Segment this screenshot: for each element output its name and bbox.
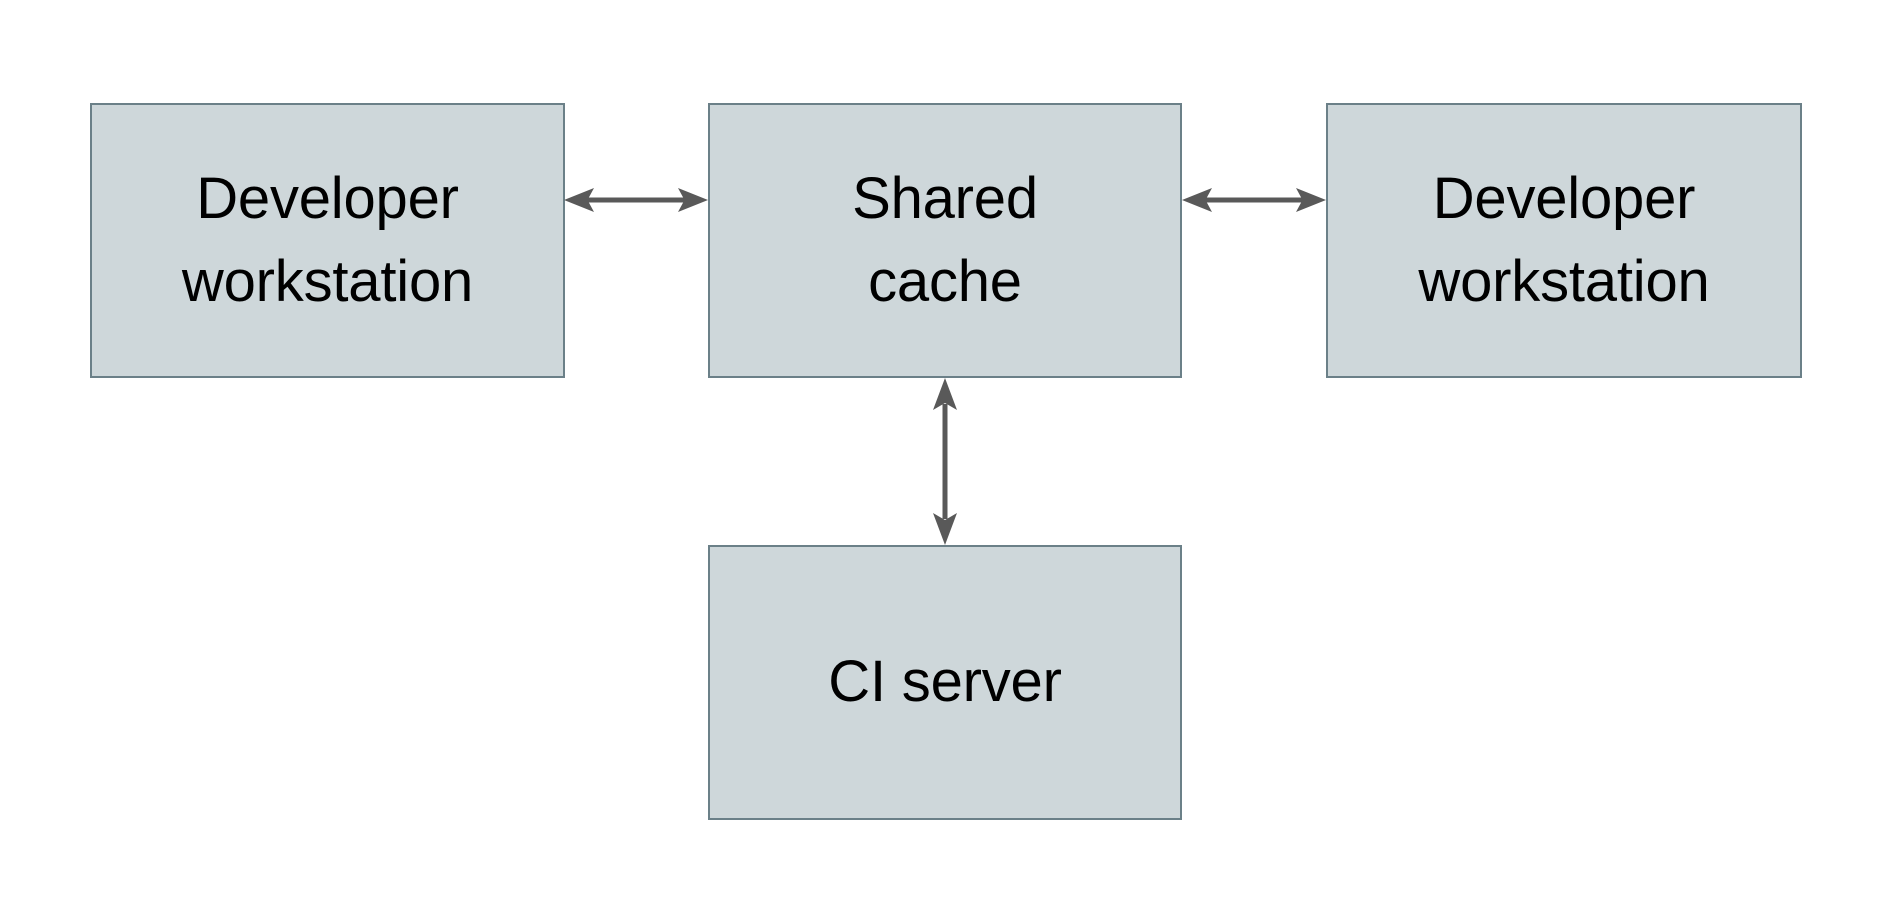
node-developer-workstation-right[interactable]: Developer workstation [1326, 103, 1802, 378]
node-label: CI server [828, 649, 1062, 715]
arrowhead-left-icon [1182, 188, 1212, 212]
arrowhead-up-icon [933, 378, 957, 410]
node-label: Shared cache [852, 166, 1038, 314]
edge-shared-cache-to-ci-server[interactable] [921, 374, 969, 549]
node-developer-workstation-left[interactable]: Developer workstation [90, 103, 565, 378]
edge-shared-cache-to-developer-right[interactable] [1178, 176, 1330, 224]
node-shared-cache[interactable]: Shared cache [708, 103, 1182, 378]
edge-developer-left-to-shared-cache[interactable] [560, 176, 712, 224]
node-label: Developer workstation [1418, 166, 1710, 314]
arrowhead-right-icon [678, 188, 708, 212]
arrowhead-right-icon [1296, 188, 1326, 212]
arrowhead-down-icon [933, 513, 957, 545]
node-ci-server[interactable]: CI server [708, 545, 1182, 820]
arrowhead-left-icon [564, 188, 594, 212]
node-label: Developer workstation [181, 166, 474, 314]
